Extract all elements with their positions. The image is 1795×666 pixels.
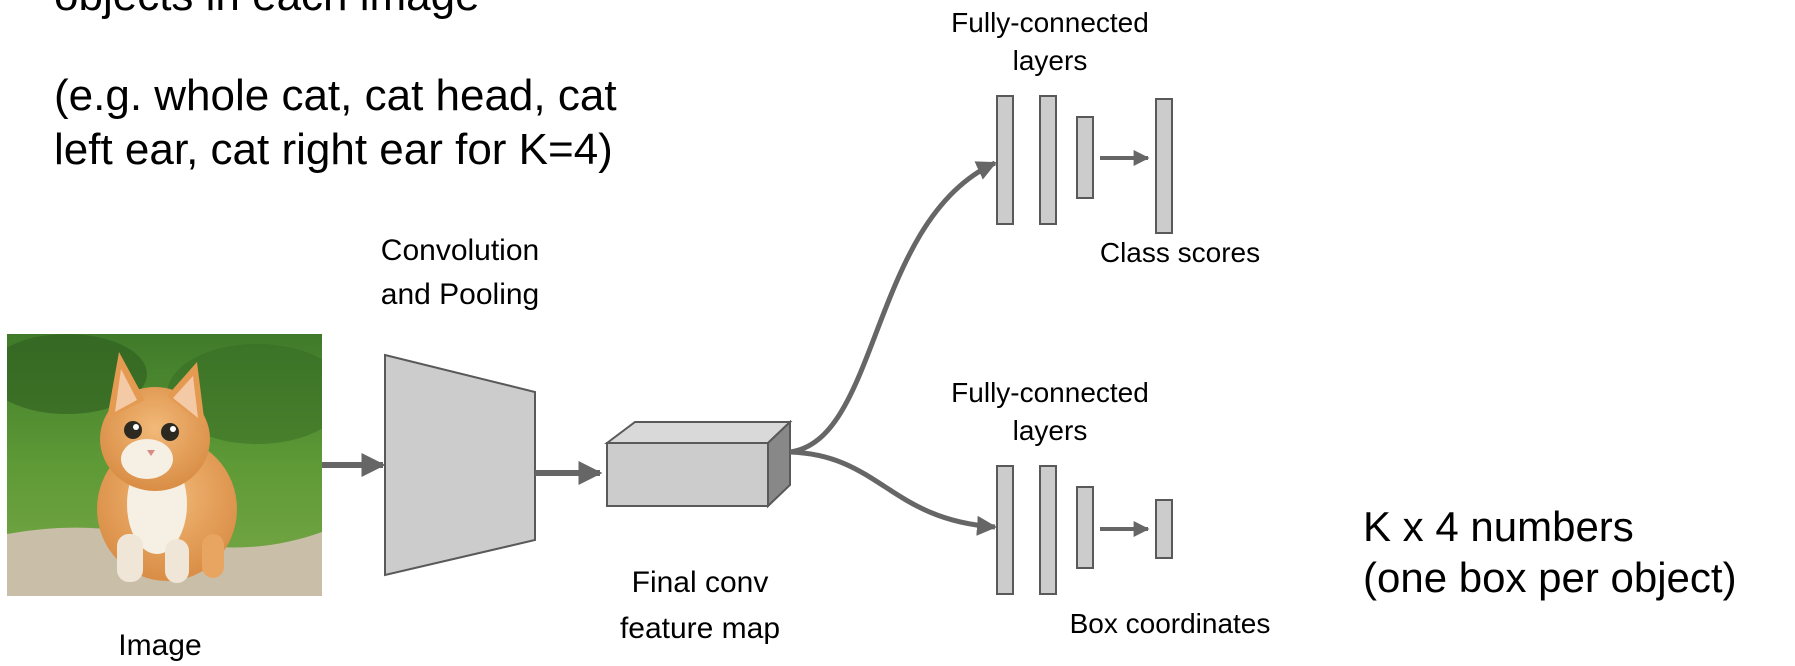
fc-bottom-label-line-1: Fully-connected	[951, 377, 1149, 408]
conv-label-line-2: and Pooling	[380, 278, 540, 311]
cat-nose	[147, 450, 155, 456]
fc-bottom-label-line-2: layers	[1012, 415, 1088, 446]
left-text-line-2: (e.g. whole cat, cat head, cat	[54, 71, 617, 120]
fc-top-layer-2	[1039, 95, 1057, 225]
fc-top-layer-1	[996, 95, 1014, 225]
arrow-to-class-branch	[789, 160, 997, 455]
fc-top-label-line-1: Fully-connected	[951, 7, 1149, 38]
feature-map-top-face	[604, 421, 793, 444]
box-coordinates-layer	[1155, 499, 1173, 559]
fc-top-layer-3	[1076, 116, 1094, 199]
left-text-line-1: objects in each image	[54, 0, 480, 22]
class-scores-label: Class scores	[1099, 237, 1261, 268]
final-conv-label-line-1: Final conv	[631, 566, 769, 599]
image-label: Image	[118, 629, 202, 662]
fc-top-label-line-2: layers	[1012, 45, 1088, 76]
arrow-to-box-branch	[789, 449, 997, 536]
cat-image	[7, 334, 322, 596]
class-scores-layer	[1155, 98, 1173, 234]
box-coordinates-label: Box coordinates	[1069, 608, 1271, 639]
conv-label-line-1: Convolution	[380, 234, 540, 267]
final-conv-label-line-2: feature map	[619, 612, 781, 645]
output-line-2: (one box per object)	[1363, 554, 1737, 601]
left-text-line-3: left ear, cat right ear for K=4)	[54, 125, 613, 174]
fc-bottom-layer-3	[1076, 486, 1094, 569]
conv-pooling-block	[384, 353, 536, 577]
feature-map-front-face	[606, 442, 769, 507]
fc-bottom-layer-2	[1039, 465, 1057, 595]
cat-illustration	[7, 334, 322, 596]
fc-bottom-layer-1	[996, 465, 1014, 595]
output-line-1: K x 4 numbers	[1363, 503, 1634, 550]
